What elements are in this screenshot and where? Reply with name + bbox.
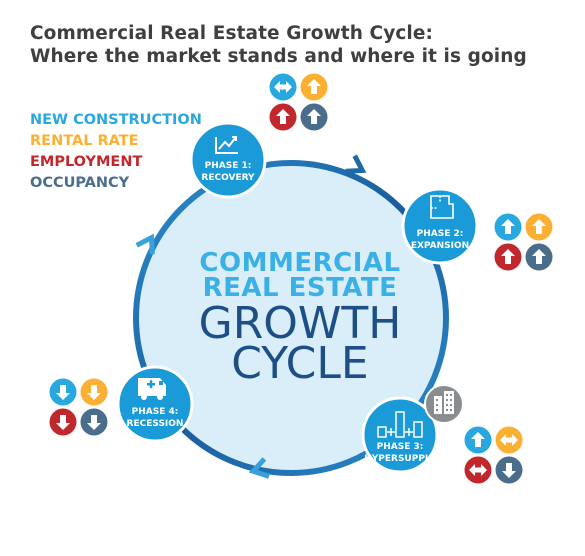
center-growth: GROWTH: [199, 298, 402, 349]
ring-arrow-top-right: [345, 154, 367, 174]
arrow-up-icon: [501, 219, 515, 234]
center-real-estate: REAL ESTATE: [203, 273, 398, 303]
sideways-arrow-icon: [500, 434, 518, 446]
phase-1-node: PHASE 1: RECOVERY: [189, 121, 267, 199]
buildings-icon: [377, 411, 423, 438]
legend-rental-rate: RENTAL RATE: [30, 133, 139, 149]
page-title: Commercial Real Estate Growth Cycle: Whe…: [30, 22, 527, 68]
ring-arrow-bottom: [248, 457, 270, 479]
arrow-up-icon: [501, 249, 515, 264]
phase-1-label: PHASE 1:: [205, 161, 252, 171]
floor-plan-icon: [430, 195, 454, 219]
arrow-down-icon: [56, 415, 70, 430]
phase-1-name: RECOVERY: [201, 173, 255, 183]
arrow-up-icon: [307, 109, 321, 124]
center-cycle: CYCLE: [231, 338, 368, 389]
arrow-down-icon: [87, 385, 101, 400]
center-commercial: COMMERCIAL: [199, 248, 400, 278]
arrow-down-icon: [56, 385, 70, 400]
grey-buildings-icon: [434, 391, 454, 414]
cycle-circle: [133, 160, 449, 476]
arrow-up-icon: [532, 249, 546, 264]
arrow-up-icon: [276, 109, 290, 124]
phase-2-node: PHASE 2: EXPANSION: [401, 187, 479, 265]
legend-occupancy: OCCUPANCY: [30, 175, 130, 191]
title-line-2: Where the market stands and where it is …: [30, 46, 527, 67]
phase-3-name: HYPERSUPPLY: [364, 454, 436, 464]
arrow-down-icon: [502, 463, 516, 478]
sideways-arrow-icon: [274, 81, 292, 93]
arrow-down-icon: [87, 415, 101, 430]
phase-4-node: PHASE 4: RECESSION: [116, 365, 194, 443]
legend: NEW CONSTRUCTION RENTAL RATE EMPLOYMENT …: [30, 110, 202, 194]
legend-new-construction: NEW CONSTRUCTION: [30, 112, 202, 128]
legend-employment: EMPLOYMENT: [30, 154, 143, 170]
phase-2-label: PHASE 2:: [417, 229, 464, 239]
phase-4-label: PHASE 4:: [132, 407, 179, 417]
ambulance-icon: [138, 378, 166, 400]
ring-arrow-left: [135, 233, 155, 255]
phase-3-label: PHASE 3:: [377, 442, 424, 452]
sideways-arrow-icon: [469, 464, 487, 476]
phase-4-name: RECESSION: [127, 419, 184, 429]
indicator-clusters: [49, 73, 553, 484]
arrow-up-icon: [471, 432, 485, 447]
title-line-1: Commercial Real Estate Growth Cycle:: [30, 23, 434, 44]
phase-2-name: EXPANSION: [411, 241, 469, 251]
arrow-up-icon: [532, 219, 546, 234]
phase-3-node: PHASE 3: HYPERSUPPLY: [361, 384, 464, 474]
arrow-up-icon: [307, 79, 321, 94]
line-chart-icon: [215, 136, 238, 154]
